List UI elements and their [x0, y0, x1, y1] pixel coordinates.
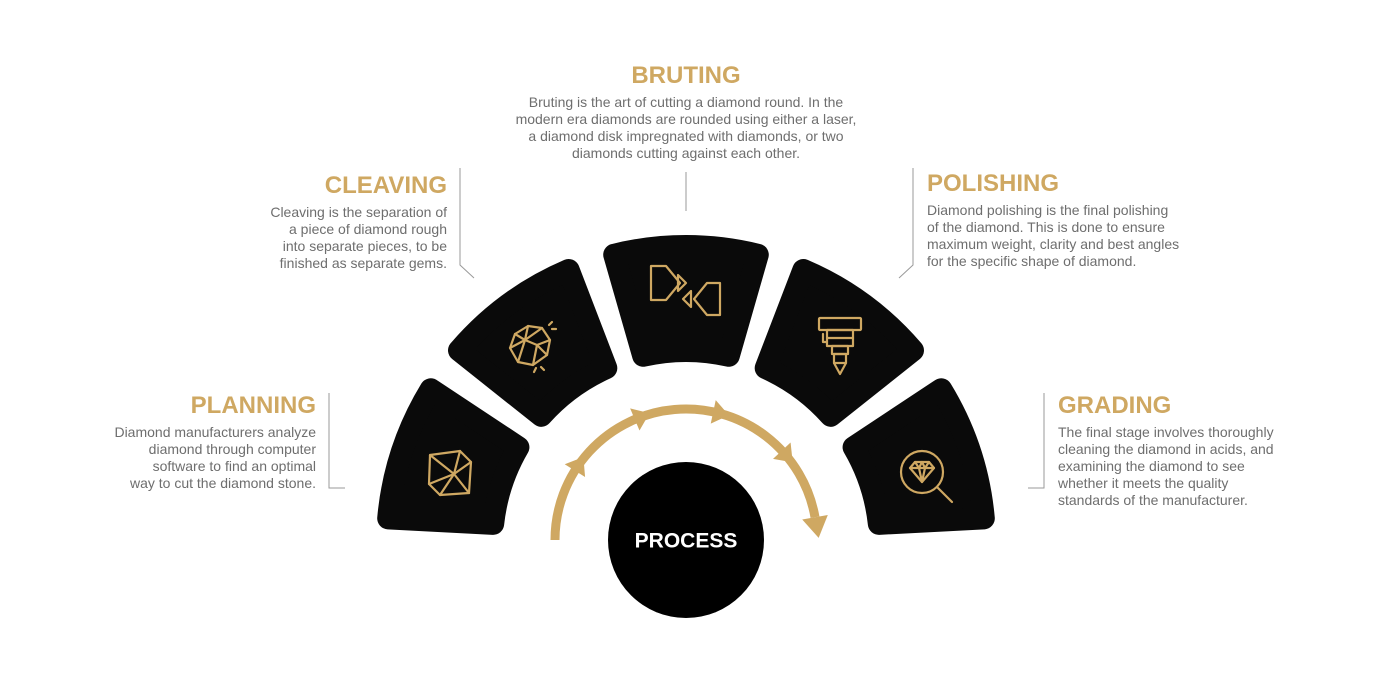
step-description: Diamond polishing is the final polishing…: [927, 202, 1179, 270]
step-title: PLANNING: [190, 392, 316, 419]
description-line: finished as separate gems.: [279, 255, 447, 271]
description-line: Cleaving is the separation of: [270, 204, 447, 220]
segment-polishing: [754, 258, 924, 427]
description-line: modern era diamonds are rounded using ei…: [515, 111, 857, 127]
step-title: GRADING: [1058, 392, 1172, 419]
description-line: into separate pieces, to be: [282, 238, 447, 254]
step-description: Diamond manufacturers analyze diamond th…: [114, 424, 316, 492]
connector-grading: [1028, 393, 1045, 489]
segment-grading: [842, 378, 995, 535]
process-hub: [608, 462, 764, 618]
step-title: CLEAVING: [324, 172, 447, 199]
description-line: cleaning the diamond in acids, and: [1058, 441, 1274, 457]
connector-polishing: [898, 168, 914, 279]
step-description: Cleaving is the separation of a piece of…: [270, 204, 447, 272]
description-line: The final stage involves thoroughly: [1058, 424, 1274, 440]
step-title: BRUTING: [631, 62, 741, 89]
step-description: Bruting is the art of cutting a diamond …: [486, 94, 886, 162]
rough-stone-icon: [508, 320, 558, 374]
step-title: POLISHING: [927, 170, 1060, 197]
step-grading: GRADING The final stage involves thoroug…: [1058, 393, 1274, 509]
process-arrow-head: [564, 457, 586, 477]
description-line: software to find an optimal: [152, 458, 316, 474]
step-planning: PLANNING Diamond manufacturers analyze d…: [114, 393, 316, 492]
description-line: a piece of diamond rough: [289, 221, 447, 237]
diamond-outline-icon: [427, 449, 473, 497]
process-arrow-arc: [550, 404, 820, 541]
connector-planning: [328, 393, 345, 489]
step-polishing: POLISHING Diamond polishing is the final…: [927, 171, 1179, 270]
description-line: examining the diamond to see: [1058, 458, 1245, 474]
process-label: PROCESS: [635, 530, 738, 553]
magnifier-diamond-icon: [899, 449, 954, 504]
process-arrow-head: [630, 408, 650, 431]
step-description: The final stage involves thoroughly clea…: [1058, 424, 1274, 509]
process-arrow: [550, 400, 828, 541]
description-line: a diamond disk impregnated with diamonds…: [528, 128, 844, 144]
description-line: standards of the manufacturer.: [1058, 492, 1248, 508]
bruting-diamonds-icon: [649, 264, 722, 317]
process-arrow-head: [710, 400, 729, 424]
description-line: Diamond manufacturers analyze: [114, 424, 316, 440]
step-cleaving: CLEAVING Cleaving is the separation of a…: [270, 173, 447, 272]
connector-cleaving: [459, 168, 475, 279]
description-line: whether it meets the quality: [1058, 475, 1229, 491]
description-line: way to cut the diamond stone.: [130, 475, 316, 491]
segment-planning: [377, 378, 530, 535]
description-line: for the specific shape of diamond.: [927, 253, 1137, 269]
process-arrow-head: [773, 442, 793, 463]
description-line: Bruting is the art of cutting a diamond …: [528, 94, 844, 110]
description-line: Diamond polishing is the final polishing: [927, 202, 1169, 218]
description-line: maximum weight, clarity and best angles: [927, 236, 1180, 252]
description-line: diamond through computer: [148, 441, 316, 457]
description-line: of the diamond. This is done to ensure: [927, 219, 1165, 235]
polishing-tool-icon: [817, 316, 863, 376]
process-arrow-head: [802, 514, 828, 538]
step-bruting: BRUTING Bruting is the art of cutting a …: [486, 63, 886, 162]
description-line: diamonds cutting against each other.: [571, 145, 801, 161]
